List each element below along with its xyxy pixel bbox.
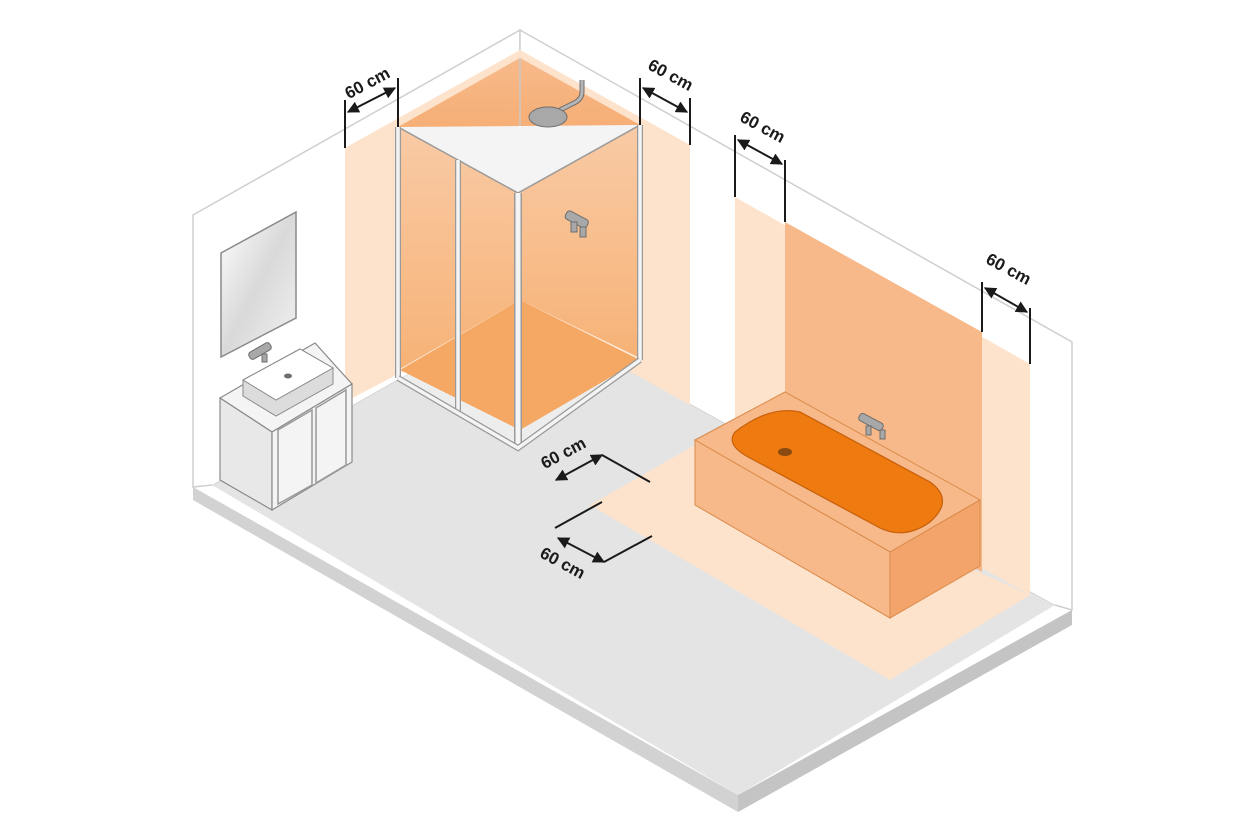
- dim-shower-left-arrow: [346, 87, 397, 113]
- floor-slab-edge-right: [738, 610, 1072, 812]
- bathtub: [693, 391, 982, 619]
- floor-slab-edge: [193, 487, 738, 812]
- shower-head-icon: [528, 80, 585, 128]
- dim-label-bath-right: 60 cm: [983, 249, 1034, 288]
- vanity-door-left: [277, 408, 313, 506]
- vanity-door-right: [315, 388, 347, 485]
- mirror-glass: [220, 210, 297, 359]
- dim-floor-upper-arrow: [554, 454, 604, 481]
- floor: [212, 310, 1055, 795]
- dim-floor-lower-arrow: [556, 537, 606, 563]
- mirror: [220, 210, 297, 359]
- dim-shower-right-arrow: [641, 87, 689, 113]
- sink-faucet-icon: [248, 342, 272, 363]
- dim-label-bath-left: 60 cm: [737, 107, 788, 146]
- shower-mixer-icon: [564, 210, 589, 238]
- vanity-unit: [218, 342, 353, 512]
- shower-zone: [345, 50, 690, 452]
- dim-label-shower-left: 60 cm: [342, 63, 393, 102]
- bath-faucet-icon: [858, 412, 886, 440]
- dim-floor-lower-ext-b: [603, 535, 653, 563]
- dim-floor-upper-ext: [601, 454, 651, 483]
- dim-bath-right-arrow: [983, 287, 1029, 313]
- dim-bath-left-arrow: [736, 139, 784, 165]
- sink-drain: [284, 373, 292, 379]
- bathtub-basin: [731, 409, 944, 534]
- bathtub-drain: [778, 448, 792, 456]
- dim-label-shower-right: 60 cm: [645, 55, 696, 94]
- dim-floor-lower-ext: [554, 501, 603, 529]
- bathtub-end: [889, 499, 981, 619]
